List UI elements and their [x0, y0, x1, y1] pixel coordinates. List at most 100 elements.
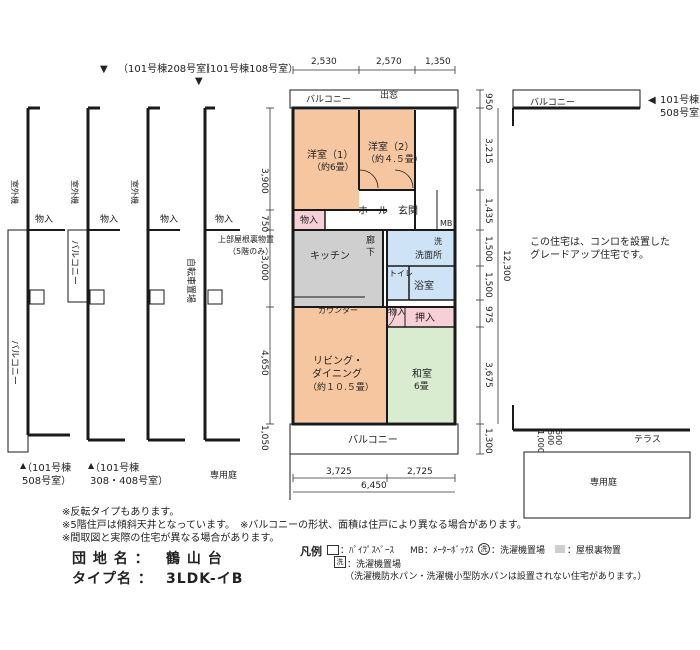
- dim-right-total: 12,300: [501, 250, 511, 282]
- dim-bottom-2: 2,725: [407, 467, 433, 477]
- arrow-left-icon: ◀: [648, 95, 656, 106]
- living-label: リビング・: [313, 354, 363, 367]
- unit-508-right-label: 101号棟 508号室: [660, 95, 700, 119]
- dim-left-5: 1,050: [259, 425, 269, 451]
- legend-washer: ：洗濯機置場: [491, 546, 546, 556]
- balcony-label-b: バルコニー: [69, 240, 80, 285]
- attic-legend-swatch: [555, 545, 565, 553]
- arrow-down-icon: ▼: [100, 64, 108, 75]
- western-room-1-size: （約6畳）: [312, 161, 354, 173]
- living-label-2: ダイニング: [312, 367, 362, 380]
- balcony-right-label: バルコニー: [530, 97, 575, 108]
- living-size: （約１０.５畳）: [308, 381, 374, 393]
- dim-right-3: 1,435: [483, 198, 493, 224]
- grade-up-note: この住宅は、コンロを設置した グレードアップ住宅です。: [530, 237, 670, 261]
- complex-name: 鶴 山 台: [166, 551, 223, 567]
- dim-top-1: 2,530: [311, 57, 337, 67]
- toilet-label: トイレ: [389, 269, 413, 278]
- arrow-down-icon: ▼: [195, 76, 203, 87]
- corridor-label-2: 下: [366, 248, 375, 258]
- japanese-room-fill: [387, 327, 454, 422]
- counter-label: カウンター: [318, 306, 358, 315]
- corridor-label-1: 廊: [366, 234, 375, 246]
- dim-small-3: 500: [554, 430, 563, 445]
- type-label: タイプ名 ：: [72, 571, 153, 587]
- dim-left-4: 4,650: [259, 350, 269, 376]
- main-balconies: [289, 89, 459, 500]
- storage-fill-1: [293, 210, 325, 230]
- washer2-legend-icon: 洗: [334, 556, 346, 568]
- dim-right-8: 1,300: [483, 428, 493, 454]
- western-room-1-label: 洋室（1）: [307, 148, 353, 161]
- terrace-label: テラス: [634, 434, 661, 445]
- dim-top-3: 1,350: [425, 57, 451, 67]
- japanese-room-label: 和室: [412, 367, 432, 380]
- washer-legend-icon: 洗: [478, 543, 490, 555]
- garden-right-label: 専用庭: [590, 476, 617, 488]
- dim-right-5: 1,500: [483, 272, 493, 298]
- unit-308-label: （101号棟 308・408号室）: [90, 463, 169, 487]
- western-room-2-size: （約４.５畳）: [366, 153, 423, 165]
- dim-right-4: 1,500: [483, 236, 493, 262]
- storage-label-b: 物入: [100, 213, 118, 225]
- closet-label: 押入: [415, 311, 435, 324]
- dim-right-7: 3,675: [483, 362, 493, 388]
- note-3: ※間取図と実際の住宅が異なる場合があります。: [62, 533, 280, 544]
- arrow-up-icon: ▲: [88, 461, 95, 470]
- dim-bottom-total: 6,450: [361, 481, 387, 491]
- dim-left-2: 750: [259, 215, 269, 232]
- side-plans: [7, 89, 691, 519]
- garden-label: 専用庭: [210, 469, 237, 481]
- arrow-up-icon: ▲: [20, 461, 27, 470]
- note-2: ※5階住戸は傾斜天井となっています。 ※バルコニーの形状、面積は住戸により異なる…: [62, 520, 527, 531]
- dim-right-2: 3,215: [483, 138, 493, 164]
- unit-208-label: （101号棟208号室）: [118, 62, 216, 75]
- western-room-2-fill: [359, 110, 415, 190]
- attic-label: 上部屋根裏物置: [218, 234, 274, 244]
- dim-right-6: 975: [483, 306, 493, 323]
- washer-icon: 洗: [434, 236, 442, 246]
- legend-pipe: ：ﾊﾟｲﾌﾟｽﾍﾟｰｽ: [340, 546, 395, 556]
- western-room-2-label: 洋室（2）: [368, 140, 414, 153]
- living-room-fill: [293, 307, 387, 422]
- outdoor-unit-label-c: 室外機: [130, 180, 140, 204]
- bath-fill: [409, 266, 454, 300]
- kitchen-label: キッチン: [310, 250, 350, 262]
- unit-508-label: （101号棟 508号室）: [22, 463, 72, 487]
- bicycle-label: 自転車置場: [185, 258, 197, 303]
- storage-label-1: 物入: [300, 214, 318, 226]
- complex-label: 団 地 名 ：: [72, 551, 150, 567]
- legend-washer-note: （洗濯機防水パン・洗濯機小型防水パンは設置されない住宅があります。）: [345, 572, 647, 582]
- outdoor-unit-label-b: 室外機: [70, 180, 80, 204]
- storage-label-a: 物入: [35, 213, 53, 225]
- dim-bottom-1: 3,725: [326, 467, 352, 477]
- dim-right-1: 950: [483, 93, 493, 110]
- balcony-bottom-label: バルコニー: [348, 434, 398, 446]
- closet-fill: [405, 307, 454, 327]
- storage-label-2: 物入: [388, 306, 406, 318]
- outdoor-unit-label-a: 室外機: [10, 180, 20, 204]
- kitchen-fill: [293, 230, 383, 307]
- dim-small-1: 1,000: [536, 430, 545, 453]
- balcony-label-a: バルコニー: [9, 340, 20, 385]
- dim-top-2: 2,570: [376, 57, 402, 67]
- legend-mb: MB：ﾒｰﾀｰﾎﾞｯｸｽ: [410, 546, 474, 556]
- legend-washer-2: ：洗濯機置場: [347, 560, 402, 570]
- legend-title: 凡例: [300, 545, 322, 558]
- hall-label: ホール: [358, 205, 388, 217]
- washroom-fill: [387, 230, 454, 266]
- bath-label: 浴室: [414, 279, 434, 292]
- balcony-top-label: バルコニー: [306, 94, 351, 105]
- storage-label-c: 物入: [160, 213, 178, 225]
- entrance-label: 玄関: [398, 204, 418, 217]
- toilet-fill: [387, 266, 409, 300]
- attic-note: （5階のみ）: [228, 246, 273, 256]
- washroom-label: 洗面所: [415, 249, 442, 261]
- unit-108-label: （101号棟108号室）: [200, 62, 298, 75]
- window-exit-label: 出窓: [380, 89, 398, 101]
- pipe-space-icon: [327, 545, 339, 555]
- legend-attic: ：屋根裏物置: [567, 546, 622, 556]
- western-room-1-fill: [293, 110, 359, 210]
- dim-left-1: 3,900: [259, 168, 269, 194]
